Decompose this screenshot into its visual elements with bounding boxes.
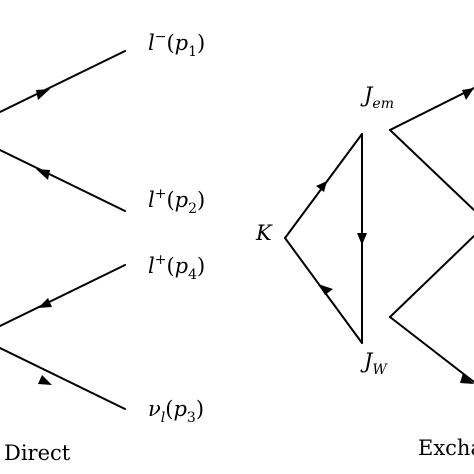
arrow-jw-lower-out: [460, 373, 474, 384]
arrow-jem-to-jw: [357, 233, 367, 245]
lepton-line-l-plus-p2: [0, 149, 126, 212]
arrow-incoming-p2: [36, 169, 50, 180]
label-l-minus-p1: l−(p1): [148, 29, 205, 60]
label-j-w: JW: [360, 349, 388, 378]
line-jw-upper-out: [389, 235, 474, 318]
label-l-plus-p4: l+(p4): [148, 252, 205, 283]
line-jem-upper-out: [389, 87, 474, 131]
line-jem-lower-out: [389, 129, 474, 211]
arrow-outgoing-p3: [38, 375, 52, 385]
direct-diagram: l−(p1) l+(p2) l+(p4) νl(p3) Direct: [0, 29, 205, 465]
arrow-jw-to-k: [318, 284, 333, 295]
label-nu-l-p3: νl(p3): [148, 397, 204, 426]
line-jw-lower-out: [389, 316, 474, 383]
caption-exchange: Excha: [418, 436, 474, 460]
label-j-em: Jem: [360, 83, 394, 112]
label-k: K: [255, 221, 273, 245]
arrow-outgoing-p1: [36, 89, 50, 100]
neutrino-line-p3: [0, 347, 126, 410]
label-l-plus-p2: l+(p2): [148, 186, 205, 217]
lepton-line-l-minus-p1: [0, 50, 126, 113]
arrow-k-to-jem: [316, 181, 327, 192]
exchange-diagram: K Jem JW Excha: [255, 83, 474, 460]
arrow-incoming-p4: [38, 298, 52, 308]
lepton-line-l-plus-p4: [0, 264, 126, 327]
arrow-jem-upper-out: [462, 88, 474, 100]
caption-direct: Direct: [4, 441, 71, 465]
